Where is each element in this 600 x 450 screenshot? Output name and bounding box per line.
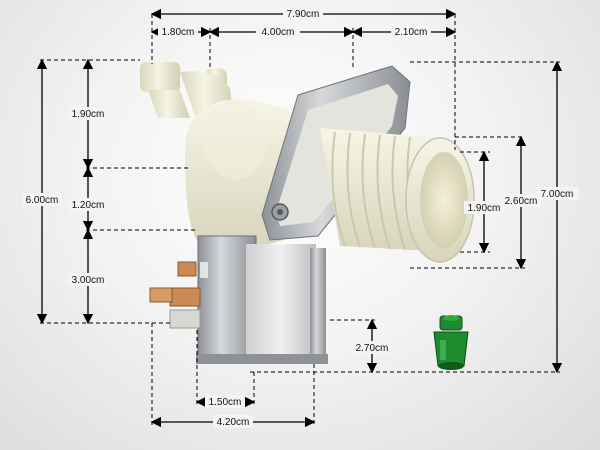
label-inlet-height: 1.90cm [72,109,105,120]
valve-body-highlight [203,100,267,180]
label-coil-height: 3.00cm [72,275,105,286]
green-filter-insert [433,315,469,370]
terminal-upper [169,287,201,307]
coil-frame-right [310,248,326,356]
dimension-labels: 7.90cm 1.80cm 4.00cm 2.10cm 6.00cm 1.90c… [22,7,579,428]
inlet-nozzle-neck [148,90,190,118]
outlet-thread-lines [331,131,421,252]
label-outlet-inner-diameter: 1.90cm [468,203,501,214]
label-total-height-right: 7.00cm [541,189,574,200]
water-valve-illustration [140,62,475,370]
label-center-span: 4.00cm [262,27,295,38]
terminal-lower [169,309,201,329]
inlet-nozzle-tip [140,62,180,92]
label-inlet-offset: 1.80cm [162,27,195,38]
label-base-width: 4.20cm [217,417,250,428]
label-total-width: 7.90cm [287,9,320,20]
label-coil-offset: 1.50cm [209,397,242,408]
outlet-bore [420,152,468,248]
coil-body [246,244,316,360]
label-outlet-outer-diameter: 2.60cm [505,196,538,207]
terminal-top [177,261,197,277]
label-base-offset: 2.70cm [356,343,389,354]
coil-base-plate [196,354,328,364]
label-body-gap: 1.20cm [72,200,105,211]
label-outlet-flange: 2.10cm [395,27,428,38]
label-total-height-left: 6.00cm [26,195,59,206]
